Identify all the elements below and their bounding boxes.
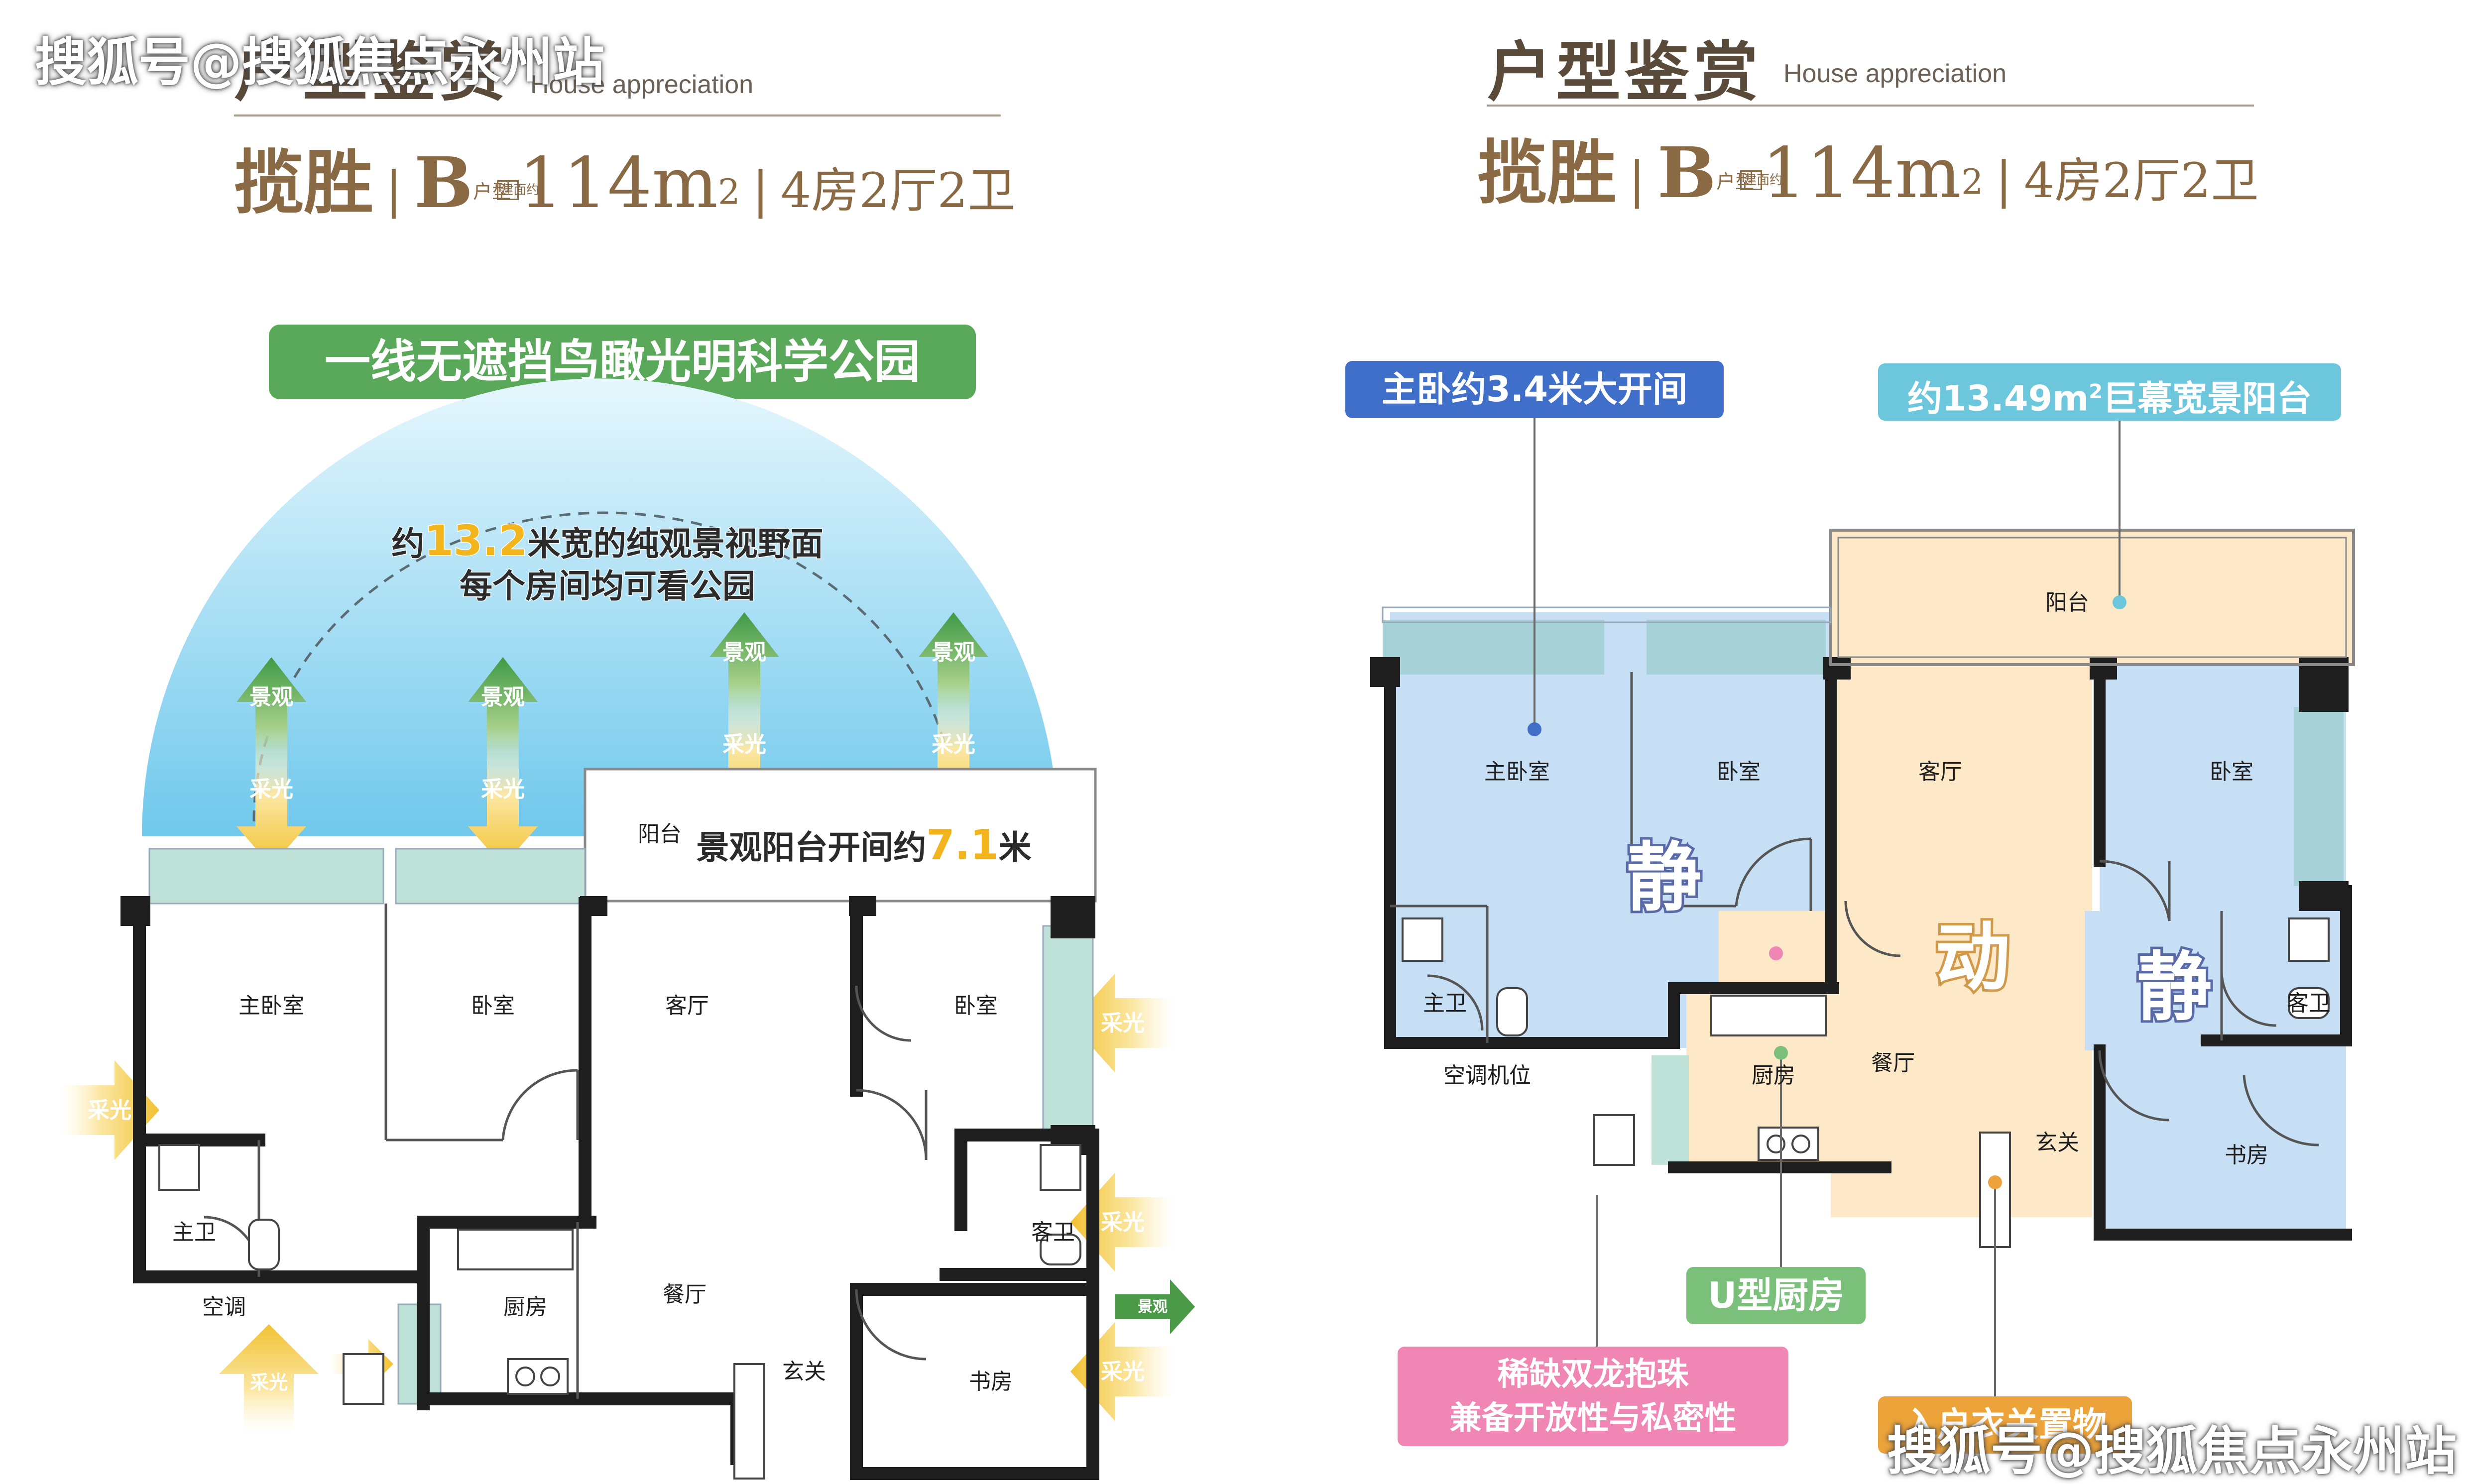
room-label-kitchen: 厨房 bbox=[1752, 1063, 1795, 1088]
right-floorplan: 静 动 静 阳台 主卧室 卧室 客厅 卧室 主卫 空调机位 厨房 餐厅 玄关 客… bbox=[1370, 418, 2355, 1396]
callout-kitchen: U型厨房 bbox=[1686, 1267, 1866, 1324]
view-dashed-arc bbox=[252, 511, 957, 822]
room-label-ac: 空调机位 bbox=[1443, 1063, 1531, 1088]
room-label-balcony: 阳台 bbox=[638, 821, 682, 847]
room-label-balcony: 阳台 bbox=[2045, 590, 2089, 615]
room-label-bedroom: 卧室 bbox=[2210, 759, 2253, 785]
unit-area: 114m bbox=[519, 143, 718, 224]
callout-entry: 入户衣关置物 bbox=[1878, 1396, 2132, 1454]
header-title: 户型鉴赏 bbox=[234, 34, 509, 110]
unit-rooms: 4房2厅2卫 bbox=[781, 163, 1016, 219]
arrow-label-view: 景观 bbox=[1138, 1298, 1168, 1316]
arrow-label-light: 采光 bbox=[722, 732, 766, 757]
view-width-line2: 每个房间均可看公园 bbox=[460, 567, 755, 605]
room-label-master-bath: 主卫 bbox=[172, 1220, 216, 1245]
header-rule bbox=[1487, 105, 2254, 107]
room-label-master-bath: 主卫 bbox=[1423, 991, 1467, 1016]
arrow-label-light: 采光 bbox=[1101, 1359, 1145, 1384]
unit-rooms: 4房2厅2卫 bbox=[2024, 153, 2259, 209]
arrow-label-view: 景观 bbox=[249, 685, 293, 710]
room-label-study: 书房 bbox=[969, 1369, 1013, 1394]
zone-label-quiet-right: 静 bbox=[2137, 944, 2212, 1031]
watermark-bottom: 搜狐号@搜狐焦点永州站 bbox=[1887, 1421, 2457, 1482]
divider: | bbox=[752, 161, 769, 219]
zone-balcony bbox=[1831, 530, 2354, 665]
unit-spec-line: 揽胜|B户型建面约114m2|4房2厅2卫 bbox=[234, 127, 1016, 228]
unit-area: 114m bbox=[1762, 133, 1962, 214]
arrow-label-light: 采光 bbox=[250, 1371, 288, 1393]
room-label-entry: 玄关 bbox=[2035, 1130, 2079, 1155]
unit-area-sup: 2 bbox=[718, 171, 740, 213]
view-width-line1: 约13.2米宽的纯观景视野面 bbox=[391, 516, 823, 565]
room-label-kitchen: 厨房 bbox=[503, 1294, 547, 1320]
zone-active bbox=[1831, 665, 2092, 1217]
unit-type-letter: B bbox=[1657, 132, 1717, 214]
room-label-entry: 玄关 bbox=[782, 1359, 826, 1384]
unit-name: 揽胜 bbox=[234, 142, 374, 224]
balcony-width-note: 景观阳台开间约7.1米 bbox=[696, 821, 1031, 869]
callout-dual-layout: 稀缺双龙抱珠 兼备开放性与私密性 bbox=[1398, 1347, 1788, 1446]
unit-type-letter: B bbox=[414, 142, 473, 224]
view-light-arrows bbox=[60, 612, 1195, 1434]
room-label-living: 客厅 bbox=[1918, 759, 1962, 785]
arrow-label-light: 采光 bbox=[1101, 1011, 1145, 1036]
unit-spec-line: 揽胜|B户型建面约114m2|4房2厅2卫 bbox=[1477, 117, 2259, 218]
arrow-label-light: 采光 bbox=[1101, 1210, 1145, 1235]
room-label-ac: 空调 bbox=[202, 1294, 246, 1320]
right-panel: 户型鉴赏 House appreciation 揽胜|B户型建面约114m2|4… bbox=[1238, 0, 2477, 1482]
zone-right-mid bbox=[2085, 911, 2115, 1050]
header-subtitle: House appreciation bbox=[530, 70, 754, 99]
room-label-bedroom: 卧室 bbox=[1717, 759, 1761, 785]
arrow-label-view: 景观 bbox=[481, 685, 525, 710]
room-label-bedroom: 卧室 bbox=[954, 993, 998, 1019]
room-label-study: 书房 bbox=[2225, 1142, 2268, 1168]
callout-master-bedroom: 主卧约3.4米大开间 bbox=[1345, 361, 1724, 418]
header-subtitle: House appreciation bbox=[1783, 59, 2007, 88]
room-label-guest-bath: 客卫 bbox=[1031, 1220, 1075, 1245]
room-label-dining: 餐厅 bbox=[1871, 1050, 1915, 1076]
header-title: 户型鉴赏 bbox=[1487, 34, 1763, 110]
arrow-label-view: 景观 bbox=[932, 640, 975, 665]
zone-label-quiet-left: 静 bbox=[1627, 835, 1701, 921]
callout-balcony-pre: 约13.49m bbox=[1907, 378, 2089, 419]
arrow-label-light: 采光 bbox=[88, 1098, 131, 1123]
divider: | bbox=[385, 161, 402, 219]
arrow-label-light: 采光 bbox=[249, 777, 293, 802]
room-label-dining: 餐厅 bbox=[663, 1282, 707, 1307]
left-panel: 户型鉴赏 House appreciation 揽胜|B户型建面约114m2|4… bbox=[0, 0, 1238, 1482]
left-walls bbox=[148, 768, 1097, 1405]
left-floorplan: 景观 采光 景观 采光 景观 采光 景观 采光 采光 采光 采光 采光 采光 采… bbox=[60, 378, 1195, 1480]
unit-name: 揽胜 bbox=[1477, 132, 1617, 214]
room-label-master-bedroom: 主卧室 bbox=[238, 993, 304, 1019]
room-label-bedroom: 卧室 bbox=[471, 993, 515, 1019]
watermark-top: 搜狐号@搜狐焦点永州站 bbox=[35, 32, 605, 93]
divider: | bbox=[1995, 151, 2012, 209]
room-label-living: 客厅 bbox=[665, 993, 709, 1019]
callout-dual-line2: 兼备开放性与私密性 bbox=[1449, 1400, 1737, 1437]
light-arrow-bottom bbox=[219, 1324, 319, 1434]
room-label-guest-bath: 客卫 bbox=[2287, 991, 2331, 1016]
arrow-label-light: 采光 bbox=[481, 777, 525, 802]
arrow-label-view: 景观 bbox=[722, 640, 766, 665]
unit-area-sup: 2 bbox=[1961, 161, 1984, 203]
divider: | bbox=[1629, 151, 1646, 209]
zone-label-active: 动 bbox=[1935, 914, 2010, 1001]
left-wall-lines bbox=[133, 897, 1099, 1480]
callout-balcony-sup: 2 bbox=[2089, 380, 2103, 403]
room-label-master-bedroom: 主卧室 bbox=[1484, 759, 1550, 785]
callout-balcony-post: 巨幕宽景阳台 bbox=[2103, 378, 2312, 419]
callout-dual-line1: 稀缺双龙抱珠 bbox=[1497, 1356, 1689, 1393]
view-arrow-right bbox=[1115, 1279, 1195, 1334]
light-arrow-right-1 bbox=[1070, 973, 1175, 1073]
header-rule bbox=[234, 114, 1001, 116]
sky-dome bbox=[142, 378, 1058, 836]
callout-balcony: 约13.49m2巨幕宽景阳台 bbox=[1878, 363, 2341, 421]
arrow-label-light: 采光 bbox=[932, 732, 975, 757]
